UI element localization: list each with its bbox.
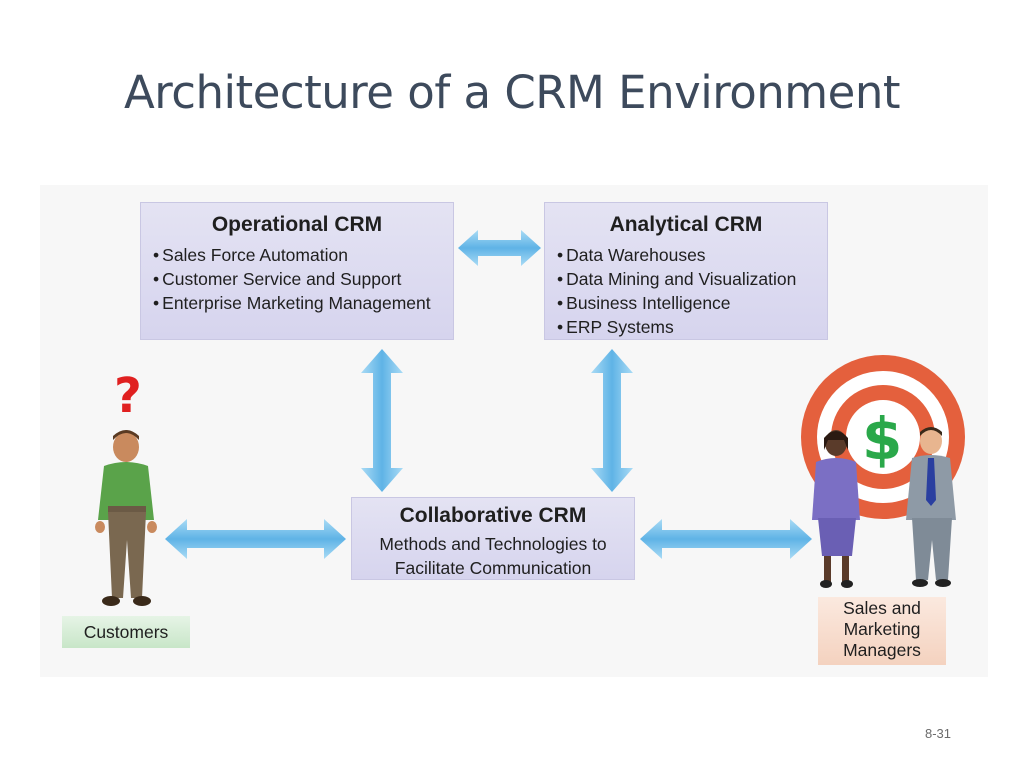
manager-man-icon [906,427,956,587]
managers-label-line1: Sales and [843,598,921,618]
list-item: Sales Force Automation [153,243,453,267]
collaborative-crm-desc-line2: Facilitate Communication [394,558,592,578]
list-item: Enterprise Marketing Management [153,291,453,315]
managers-label-line3: Managers [843,640,921,660]
manager-woman-icon [812,430,860,588]
operational-crm-box: Operational CRM Sales Force Automation C… [140,202,454,340]
managers-label: Sales and Marketing Managers [818,597,946,665]
arrow-collaborative-managers [640,519,812,559]
operational-crm-list: Sales Force Automation Customer Service … [141,243,453,315]
list-item: Data Warehouses [557,243,827,267]
arrow-operational-analytical [458,230,541,266]
list-item: Data Mining and Visualization [557,267,827,291]
operational-crm-title: Operational CRM [211,213,383,236]
arrow-analytical-collaborative [591,349,633,492]
list-item: ERP Systems [557,315,827,339]
page-number: 8-31 [925,726,952,741]
slide-title: Architecture of a CRM Environment [123,66,901,119]
analytical-crm-title: Analytical CRM [609,213,763,236]
managers-label-line2: Marketing [843,619,921,639]
dollar-sign-icon: $ [862,405,903,473]
arrow-operational-collaborative [361,349,403,492]
arrow-customers-collaborative [165,519,346,559]
analytical-crm-list: Data Warehouses Data Mining and Visualiz… [545,243,827,339]
collaborative-crm-desc-line1: Methods and Technologies to [379,534,607,554]
collaborative-crm-title: Collaborative CRM [399,504,587,527]
analytical-crm-box: Analytical CRM Data Warehouses Data Mini… [544,202,828,340]
customers-label: Customers [62,616,190,648]
customer-person-icon [95,430,157,606]
question-mark-icon: ? [114,368,142,424]
list-item: Customer Service and Support [153,267,453,291]
list-item: Business Intelligence [557,291,827,315]
collaborative-crm-box: Collaborative CRM Methods and Technologi… [351,497,635,580]
